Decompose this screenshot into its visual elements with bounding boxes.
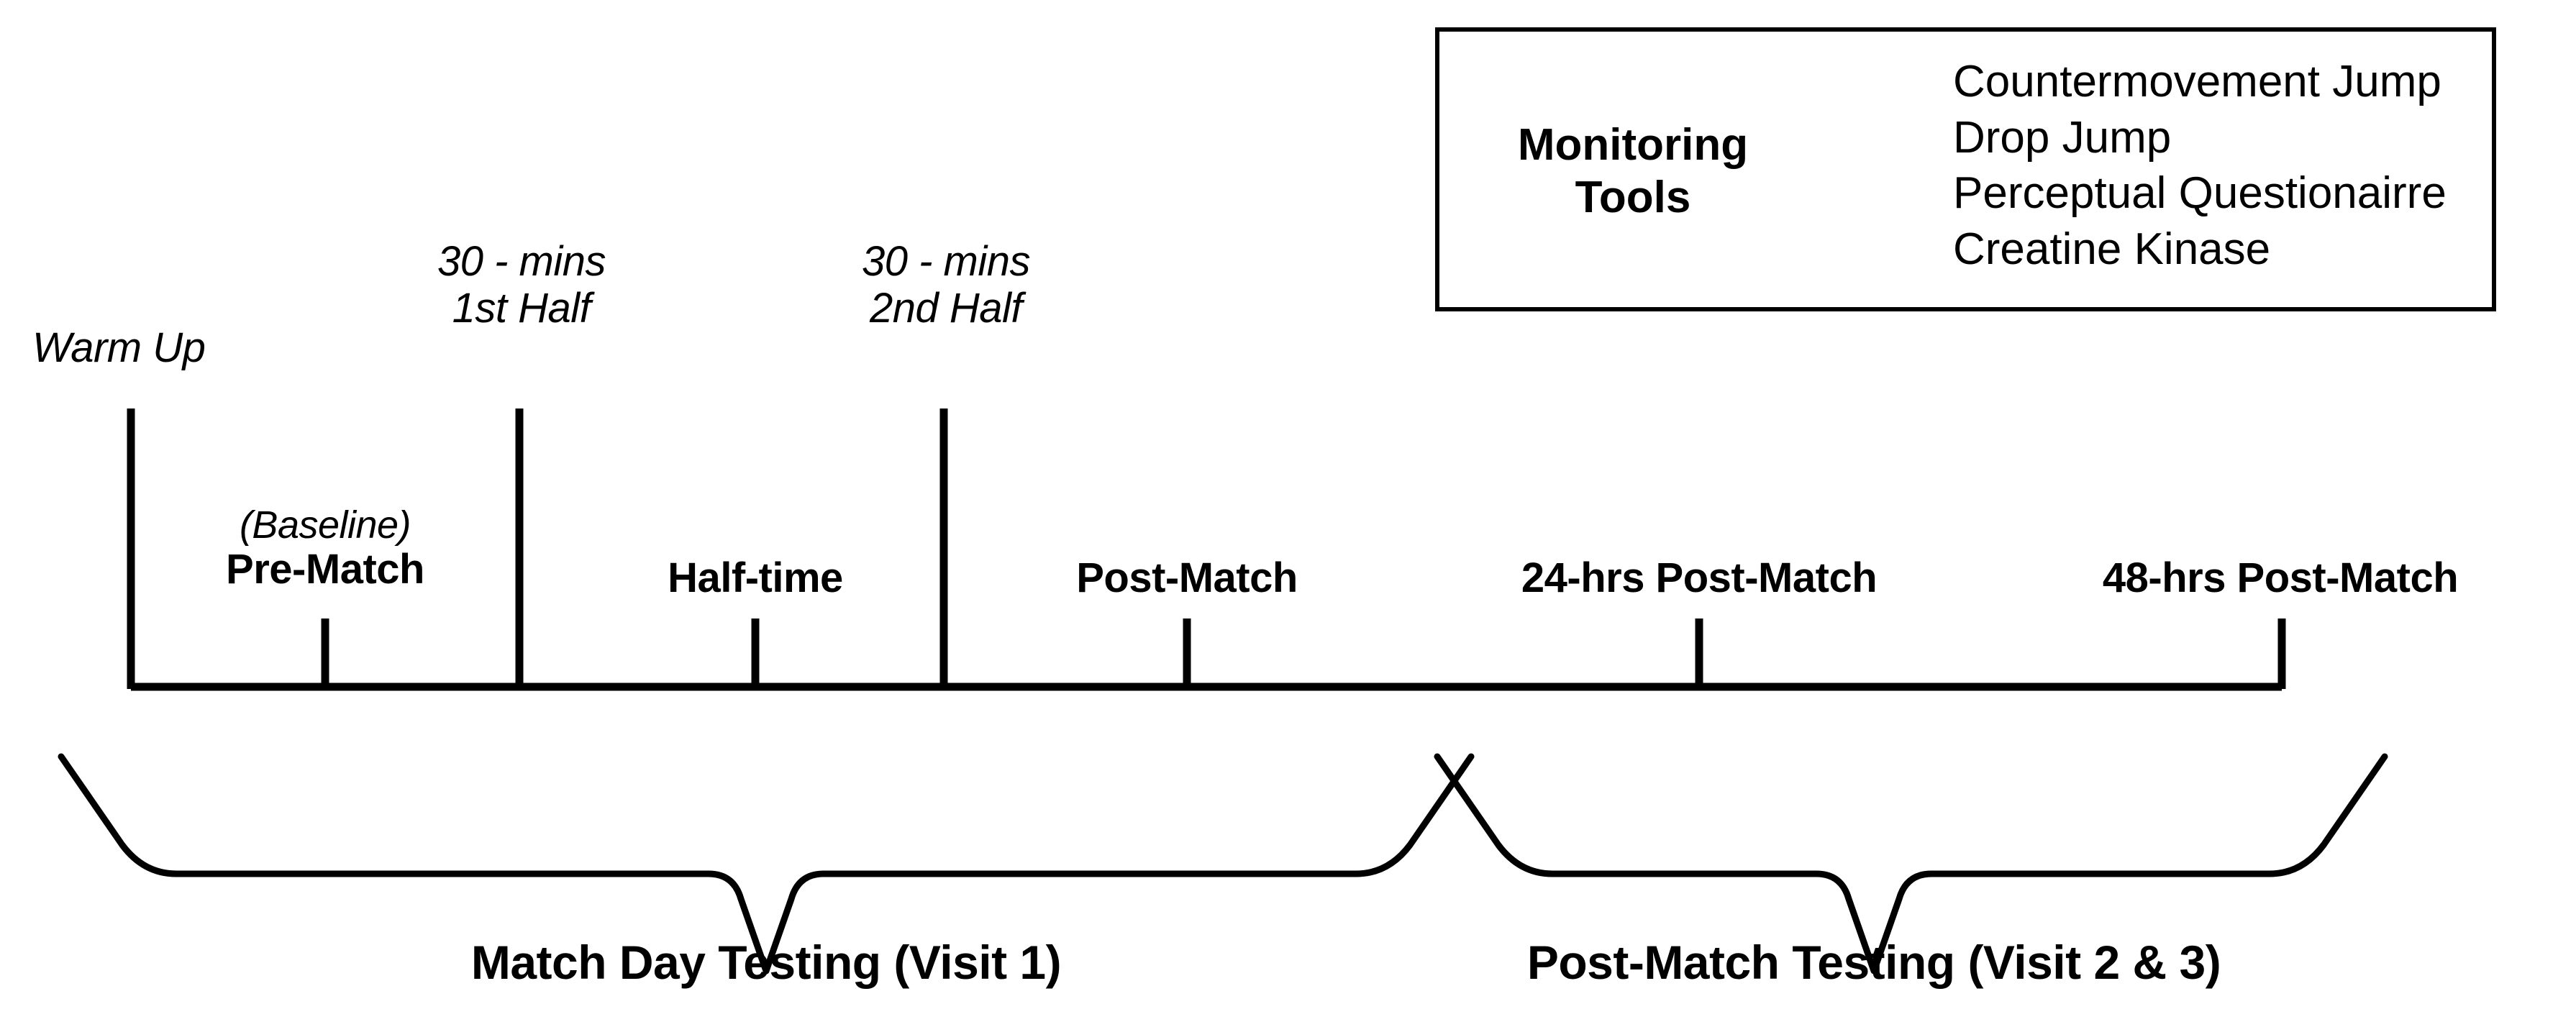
timepoint-half-time: Half-time (668, 554, 843, 601)
monitoring-tool-item-drop-jump: Drop Jump (1953, 112, 2172, 163)
timepoint-pre-match-label: Pre-Match (226, 546, 424, 593)
monitoring-tool-item-perceptual-questionairre: Perceptual Questionairre (1953, 168, 2447, 218)
monitoring-tools-box (1435, 27, 2496, 311)
event-label-warm-up: Warm Up (32, 324, 206, 371)
timepoint-pre-match-sub: (Baseline) (239, 503, 411, 547)
event-label-second-half-line1: 30 - mins (861, 238, 1031, 285)
event-label-first-half: 30 - mins 1st Half (414, 238, 629, 332)
monitoring-tools-title: Monitoring Tools (1482, 119, 1784, 224)
monitoring-tool-item-creatine-kinase: Creatine Kinase (1953, 224, 2271, 274)
monitoring-tool-item-countermovement-jump: Countermovement Jump (1953, 57, 2441, 106)
timepoint-pre-match: (Baseline) Pre-Match (131, 503, 519, 593)
monitoring-tools-title-line1: Monitoring (1517, 120, 1749, 170)
phase-label-match-day: Match Day Testing (Visit 1) (470, 936, 1062, 989)
timepoint-48hrs-post-match: 48-hrs Post-Match (2102, 554, 2459, 601)
event-label-second-half: 30 - mins 2nd Half (838, 238, 1054, 332)
event-label-first-half-line1: 30 - mins (437, 238, 606, 285)
phase-label-post-match: Post-Match Testing (Visit 2 & 3) (1526, 936, 2221, 989)
event-label-second-half-line2: 2nd Half (869, 284, 1023, 332)
timepoint-24hrs-post-match: 24-hrs Post-Match (1521, 554, 1878, 601)
timepoint-post-match: Post-Match (1076, 554, 1298, 601)
event-label-first-half-line2: 1st Half (452, 284, 591, 332)
monitoring-tools-title-line2: Tools (1575, 173, 1691, 223)
monitoring-tools-list: Countermovement Jump Drop Jump Perceptua… (1953, 54, 2447, 277)
